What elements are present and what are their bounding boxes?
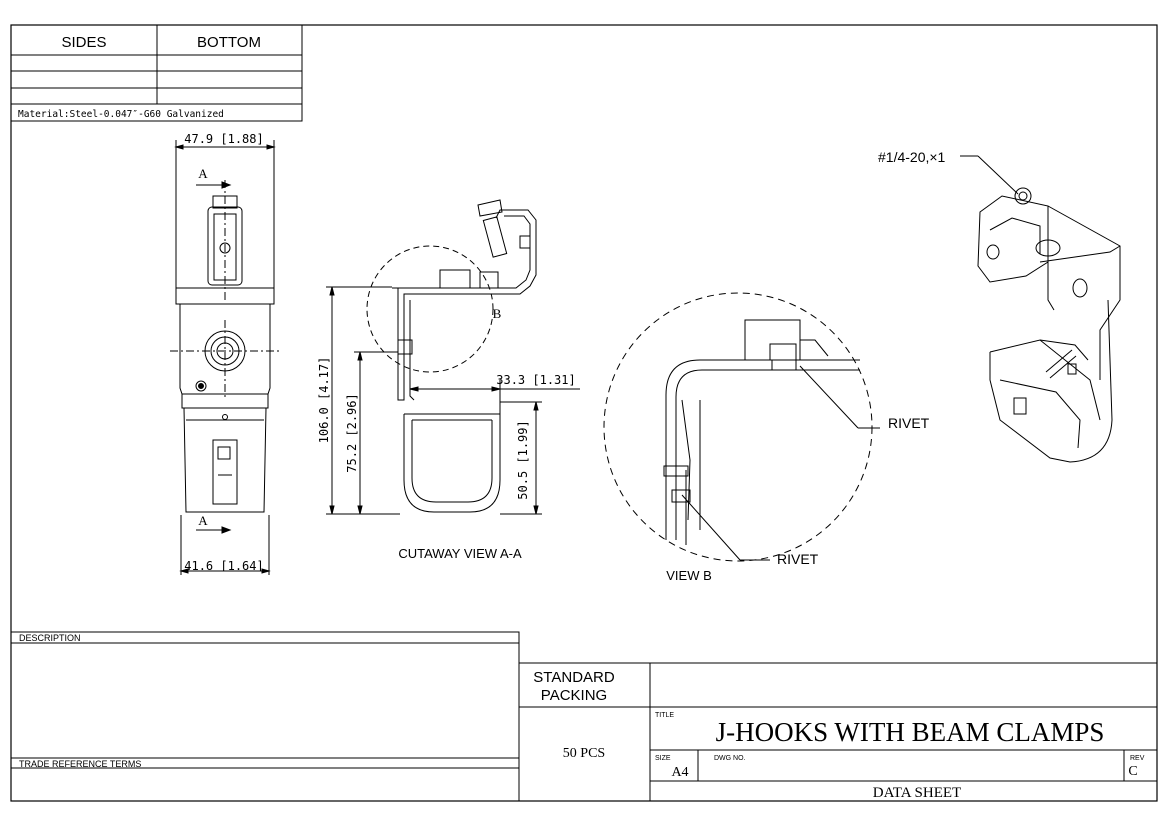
cutaway-dim-hook-width: 33.3 [1.31]: [496, 373, 575, 387]
detail-view-b: [603, 292, 880, 562]
front-view: [170, 140, 280, 575]
cutaway-dim-total-height: 106.0 [4.17]: [317, 357, 331, 444]
front-section-mark-top: A: [198, 166, 208, 181]
title-block: [518, 662, 1158, 802]
drawing-title: J-HOOKS WITH BEAM CLAMPS: [716, 717, 1105, 747]
rev-label: REV: [1130, 755, 1145, 762]
size-label: SIZE: [655, 755, 671, 762]
data-sheet-footer: DATA SHEET: [873, 785, 961, 801]
iso-view: [960, 155, 1121, 463]
description-label: DESCRIPTION: [19, 633, 81, 643]
packing-value: 50 PCS: [563, 746, 605, 761]
table-header-sides: SIDES: [61, 34, 106, 51]
detail-view-title: VIEW B: [666, 568, 712, 583]
cutaway-dim-mid-height: 75.2 [2.96]: [345, 393, 359, 472]
packing-label-line2: PACKING: [541, 687, 607, 704]
cutaway-title: CUTAWAY VIEW A-A: [398, 546, 522, 561]
size-value: A4: [671, 765, 688, 780]
dwg-no-label: DWG NO.: [714, 755, 746, 762]
trade-reference-label: TRADE REFERENCE TERMS: [19, 759, 141, 769]
cutaway-view: [326, 199, 580, 515]
front-dim-top: 47.9 [1.88]: [184, 132, 263, 146]
packing-label-line1: STANDARD: [533, 669, 615, 686]
rev-value: C: [1128, 764, 1137, 779]
detail-rivet-lower-label: RIVET: [777, 551, 819, 567]
iso-screw-callout: #1/4-20,×1: [878, 149, 946, 165]
title-label: TITLE: [655, 712, 674, 719]
front-section-mark-bottom: A: [198, 513, 208, 528]
table-header-bottom: BOTTOM: [197, 34, 261, 51]
materials-table: [10, 24, 303, 122]
detail-rivet-upper-label: RIVET: [888, 415, 930, 431]
material-note: Material:Steel-0.047″-G60 Galvanized: [18, 109, 224, 120]
cutaway-dim-hook-height: 50.5 [1.99]: [516, 420, 530, 499]
front-dim-bottom: 41.6 [1.64]: [184, 559, 263, 573]
cutaway-detail-ref: B: [493, 306, 502, 321]
description-block: [10, 631, 520, 802]
